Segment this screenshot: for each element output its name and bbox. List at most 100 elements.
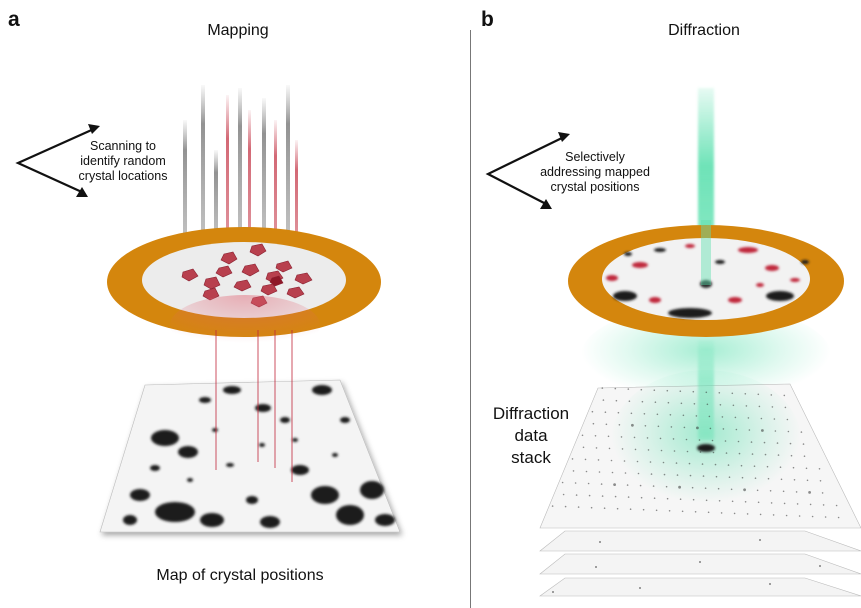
diffraction-spot xyxy=(754,477,757,480)
diffraction-spot xyxy=(785,514,788,517)
diffraction-spot xyxy=(744,393,747,395)
diffraction-spot xyxy=(571,458,574,460)
diffraction-spot xyxy=(624,472,627,474)
diffraction-spot xyxy=(821,492,824,494)
diffraction-spot xyxy=(562,493,565,496)
diffraction-spot xyxy=(610,459,613,462)
diffraction-spot xyxy=(670,426,673,428)
diffraction-spot xyxy=(711,439,714,442)
diffraction-spot xyxy=(595,447,598,449)
diffraction-spot xyxy=(796,503,799,505)
diffraction-spot xyxy=(783,394,786,397)
diffraction-spot xyxy=(673,450,676,452)
diffraction-spot xyxy=(689,474,692,477)
diffraction-spot xyxy=(615,399,618,402)
diffraction-spot xyxy=(793,479,796,481)
addressing-note: Selectively addressing mapped crystal po… xyxy=(530,150,660,195)
diffraction-spot xyxy=(808,491,811,494)
stack-label-line-1: Diffraction xyxy=(492,404,570,423)
diffraction-spot xyxy=(588,494,591,497)
diffraction-spot xyxy=(734,416,737,419)
diffraction-spot xyxy=(672,438,675,440)
diffraction-spot xyxy=(706,403,709,406)
diffraction-spot xyxy=(757,501,760,504)
diffraction-spot xyxy=(718,392,721,394)
diffraction-spot xyxy=(600,483,603,485)
diffraction-spot xyxy=(649,461,652,463)
diffraction-spot xyxy=(680,402,683,405)
diffraction-spot xyxy=(629,508,632,511)
diffraction-spot xyxy=(652,485,655,487)
diffraction-spot xyxy=(720,512,723,514)
diffraction-spot xyxy=(644,425,647,427)
diffraction-spot xyxy=(748,429,751,431)
diffraction-spot xyxy=(731,500,734,503)
diffraction-spot xyxy=(653,497,656,500)
diffraction-spot xyxy=(564,505,567,508)
beam-stop-spot xyxy=(697,444,715,452)
diffraction-spot xyxy=(776,442,779,444)
diffraction-spot xyxy=(772,514,775,516)
diffraction-spot xyxy=(770,394,773,396)
diffraction-spot xyxy=(747,417,750,419)
diffraction-spot xyxy=(759,513,762,516)
diffraction-spot xyxy=(786,418,789,421)
diffraction-spot xyxy=(695,415,698,417)
diffraction-spot xyxy=(626,484,629,486)
scanning-note-line-2: identify random xyxy=(80,154,166,168)
diffraction-spot xyxy=(733,512,736,515)
diffraction-spot xyxy=(773,418,776,420)
diffraction-spot xyxy=(709,427,712,430)
diffraction-spot xyxy=(598,471,601,473)
diffraction-spot xyxy=(572,470,575,472)
diffraction-spot xyxy=(763,441,766,444)
crystal-map-blobs xyxy=(123,385,395,528)
diffraction-spot xyxy=(702,475,705,477)
diffraction-spot xyxy=(636,460,639,463)
diffraction-spot xyxy=(608,447,611,450)
diffraction-spot xyxy=(694,511,697,513)
diffraction-spot xyxy=(597,459,600,461)
diffraction-spot xyxy=(732,404,735,407)
diffraction-spot xyxy=(666,389,669,392)
diffraction-spot xyxy=(668,510,671,512)
diffraction-spot xyxy=(693,403,696,405)
diffraction-spot xyxy=(688,462,691,465)
diffraction-spot xyxy=(835,504,838,507)
diffraction-spot xyxy=(760,417,763,420)
diffraction-spot xyxy=(665,485,668,488)
diffraction-spot xyxy=(789,442,792,445)
diffraction-spot xyxy=(660,449,663,452)
diffraction-spot xyxy=(679,390,682,393)
diffraction-spot xyxy=(653,389,656,392)
addressing-note-line-2: addressing mapped xyxy=(540,165,650,179)
diffraction-spot xyxy=(634,448,637,451)
diffraction-spot xyxy=(607,435,610,438)
diffraction-spot xyxy=(604,411,607,414)
diffraction-spot xyxy=(601,387,604,389)
diffraction-spot xyxy=(708,415,711,418)
diffraction-spot xyxy=(787,430,790,433)
diffraction-spot xyxy=(705,499,708,502)
panel-title-mapping: Mapping xyxy=(207,22,269,39)
diffraction-spot xyxy=(646,437,649,439)
panel-label-b: b xyxy=(481,8,494,31)
diffraction-spot xyxy=(631,423,634,427)
diffraction-spot xyxy=(676,474,679,476)
diffraction-spot xyxy=(824,516,827,518)
diffraction-spot xyxy=(803,455,806,458)
diffraction-stack-label: Diffraction data stack xyxy=(476,403,586,469)
diffraction-spot xyxy=(575,494,578,496)
diffraction-spot xyxy=(623,460,626,462)
diffraction-spot xyxy=(683,426,686,429)
double-arrow-a xyxy=(15,124,100,197)
diffraction-spot xyxy=(599,541,601,543)
beam-through-holder xyxy=(701,220,711,285)
diffraction-spot xyxy=(643,413,646,415)
diffraction-spot xyxy=(761,429,764,432)
beam-to-detector xyxy=(698,340,714,440)
diffraction-spot xyxy=(663,473,666,476)
diffraction-spot xyxy=(744,501,747,503)
